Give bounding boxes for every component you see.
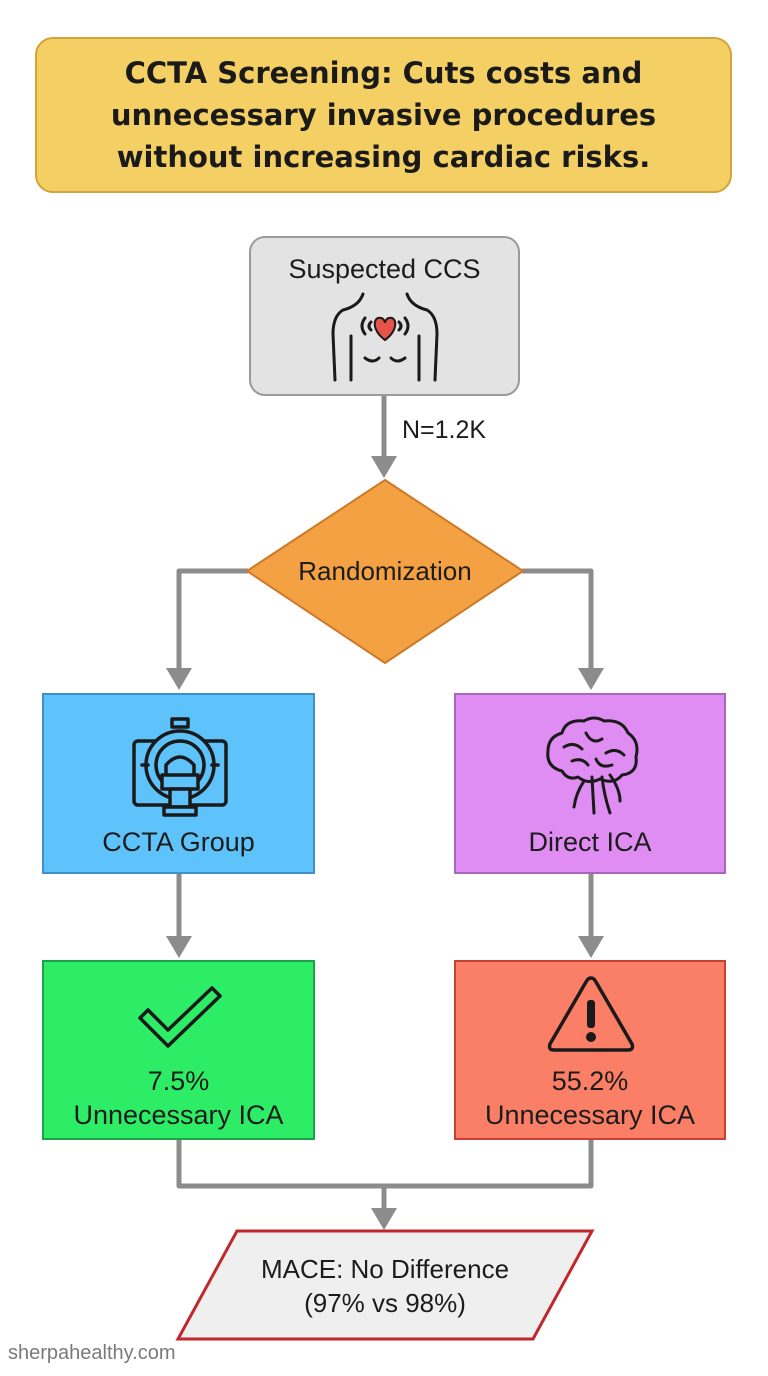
suspected-ccs-node: Suspected CCS <box>249 236 520 396</box>
page-title: CCTA Screening: Cuts costs and unnecessa… <box>110 56 657 174</box>
arrowhead <box>371 456 397 478</box>
suspected-ccs-label: Suspected CCS <box>288 254 481 284</box>
ccta-group-node: CCTA Group <box>42 693 315 874</box>
direct-ica-label: Direct ICA <box>528 827 652 857</box>
arrowhead <box>166 668 192 690</box>
ica-outcome-label: Unnecessary ICA <box>484 1100 696 1130</box>
connector-outcomes-merge <box>176 1140 594 1189</box>
ccta-group-label: CCTA Group <box>102 827 255 857</box>
randomization-node <box>245 478 525 665</box>
arrowhead <box>578 668 604 690</box>
title-banner: CCTA Screening: Cuts costs and unnecessa… <box>35 37 732 193</box>
sample-size-label: N=1.2K <box>402 416 487 444</box>
footer-source: sherpahealthy.com <box>8 1342 176 1364</box>
ccta-outcome-node: 7.5% Unnecessary ICA <box>42 960 315 1140</box>
connector-randomization-to-ccta <box>176 568 248 672</box>
arrowhead <box>371 1208 397 1230</box>
mace-line2: (97% vs 98%) <box>304 1288 466 1318</box>
connector-randomization-to-ica <box>522 568 594 672</box>
ccta-outcome-value: 7.5% <box>147 1066 210 1096</box>
warning-icon <box>547 976 635 1052</box>
direct-ica-node: Direct ICA <box>454 693 726 874</box>
ccta-outcome-label: Unnecessary ICA <box>73 1100 284 1130</box>
brain-icon <box>546 716 639 815</box>
checkmark-icon <box>138 986 222 1048</box>
ica-outcome-node: 55.2% Unnecessary ICA <box>454 960 726 1140</box>
mace-node <box>175 1229 595 1341</box>
ica-outcome-value: 55.2% <box>551 1066 629 1096</box>
randomization-label: Randomization <box>298 556 472 586</box>
torso-heart-icon <box>331 292 439 382</box>
ct-scanner-icon <box>132 717 228 817</box>
arrowhead <box>578 936 604 958</box>
arrowhead <box>166 936 192 958</box>
mace-line1: MACE: No Difference <box>260 1254 510 1284</box>
